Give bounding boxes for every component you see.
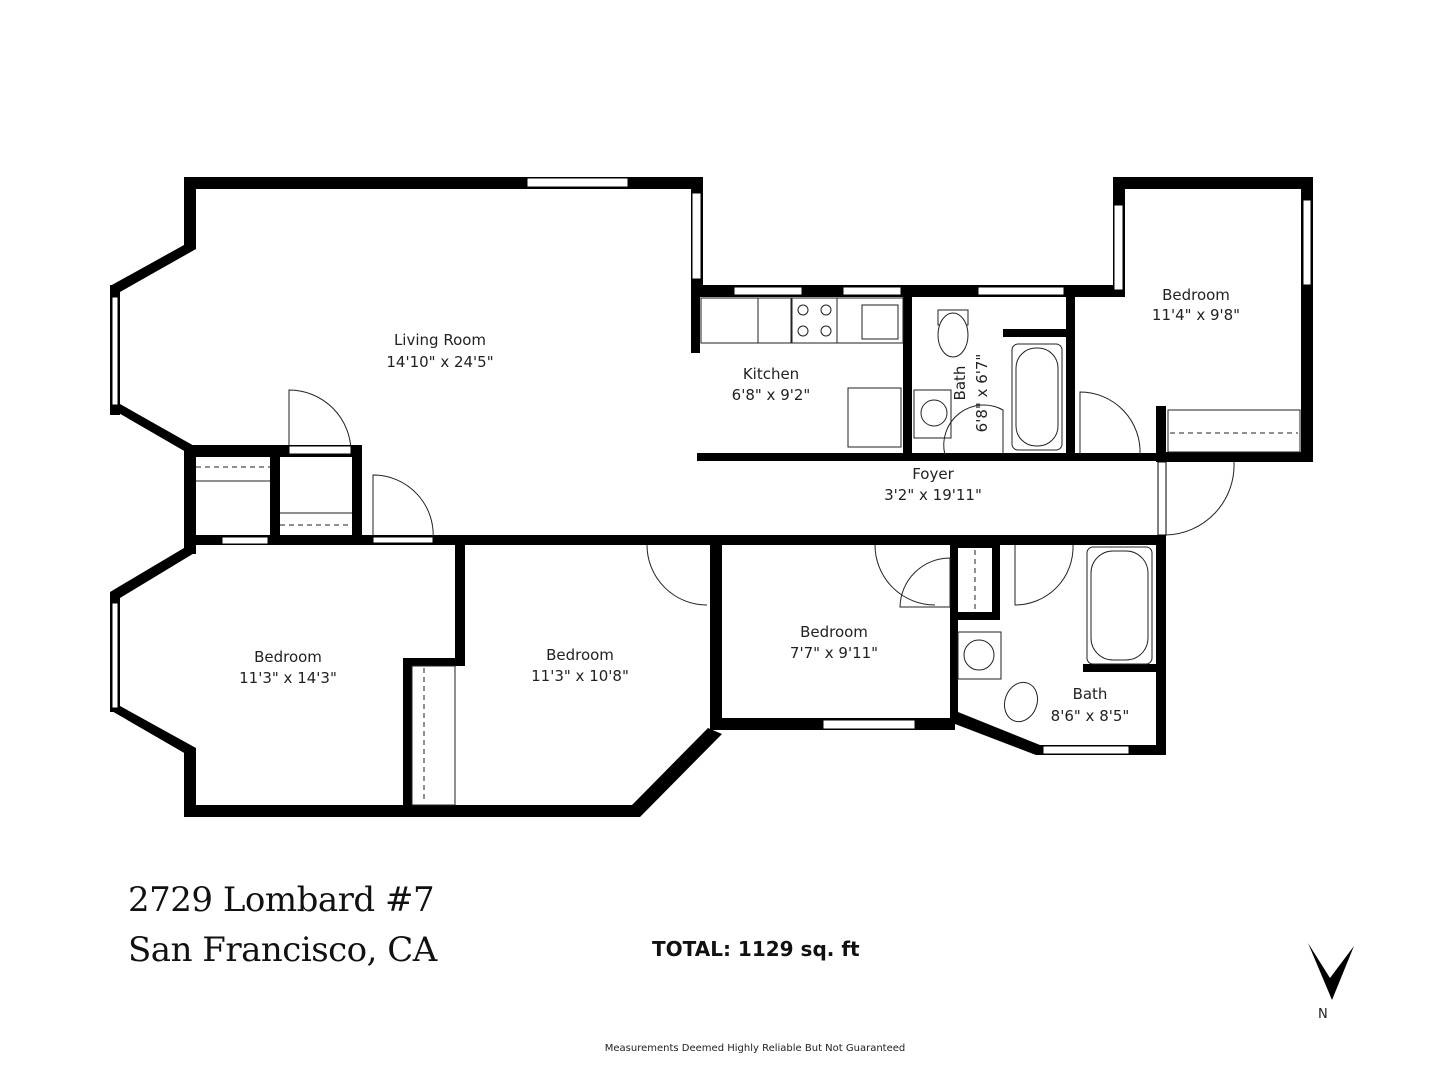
room-size: 11'4" x 9'8" [1152, 306, 1240, 324]
bathtub-icon [1015, 347, 1059, 447]
walls [110, 177, 1313, 817]
room-name: Bedroom [254, 648, 322, 666]
windows [111, 177, 1312, 755]
bath-sink-icon [920, 399, 948, 427]
kitchen-sink-icon [861, 304, 899, 340]
room-size: 11'3" x 14'3" [239, 669, 337, 687]
room-size: 3'2" x 19'11" [884, 486, 982, 504]
room-name: Bath [951, 366, 969, 401]
room-size: 11'3" x 10'8" [531, 667, 629, 685]
room-size: 8'6" x 8'5" [1051, 707, 1130, 725]
closet [1167, 409, 1301, 453]
north-arrow-icon [1308, 943, 1354, 1000]
toilet-icon [937, 312, 969, 358]
room-name: Kitchen [743, 365, 799, 383]
fridge-icon [847, 387, 902, 448]
room-size: 6'8" x 9'2" [732, 386, 811, 404]
room-size: 6'8" x 6'7" [973, 354, 991, 433]
room-name: Bedroom [546, 646, 614, 664]
north-label: N [1318, 1007, 1328, 1022]
total-area: TOTAL: 1129 sq. ft [652, 937, 860, 961]
room-name: Foyer [912, 465, 954, 483]
toilet-icon [1003, 681, 1039, 723]
room-name: Bath [1073, 685, 1108, 703]
disclaimer: Measurements Deemed Highly Reliable But … [604, 1043, 906, 1054]
bath-sink-icon [963, 639, 995, 671]
room-labels: Living Room 14'10" x 24'5" Kitchen 6'8" … [239, 286, 1240, 725]
room-name: Bedroom [800, 623, 868, 641]
address-line2: San Francisco, CA [128, 930, 437, 970]
room-name: Living Room [394, 331, 486, 349]
kitchen-counter [700, 297, 759, 344]
doors [288, 389, 1235, 608]
room-size: 7'7" x 9'11" [790, 644, 878, 662]
stove-icon [791, 297, 838, 344]
room-name: Bedroom [1162, 286, 1230, 304]
room-size: 14'10" x 24'5" [386, 353, 493, 371]
address-line1: 2729 Lombard #7 [128, 880, 435, 920]
bathtub-icon [1090, 550, 1149, 661]
fixtures [196, 297, 1301, 806]
